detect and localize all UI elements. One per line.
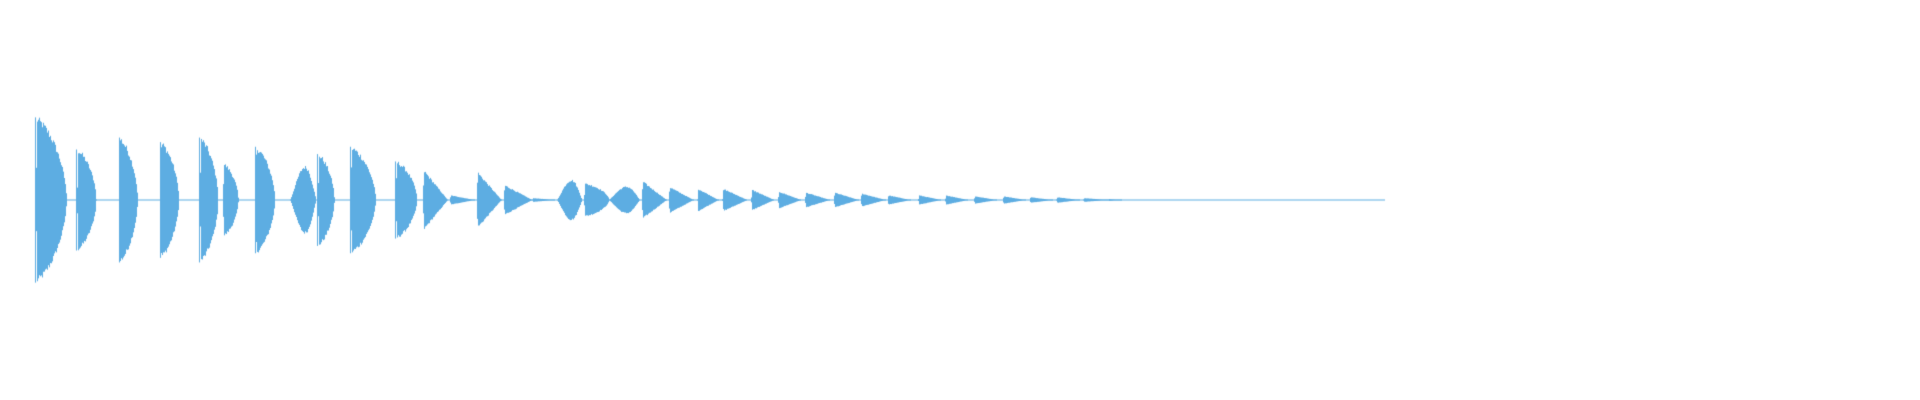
audio-waveform [0,0,1920,400]
